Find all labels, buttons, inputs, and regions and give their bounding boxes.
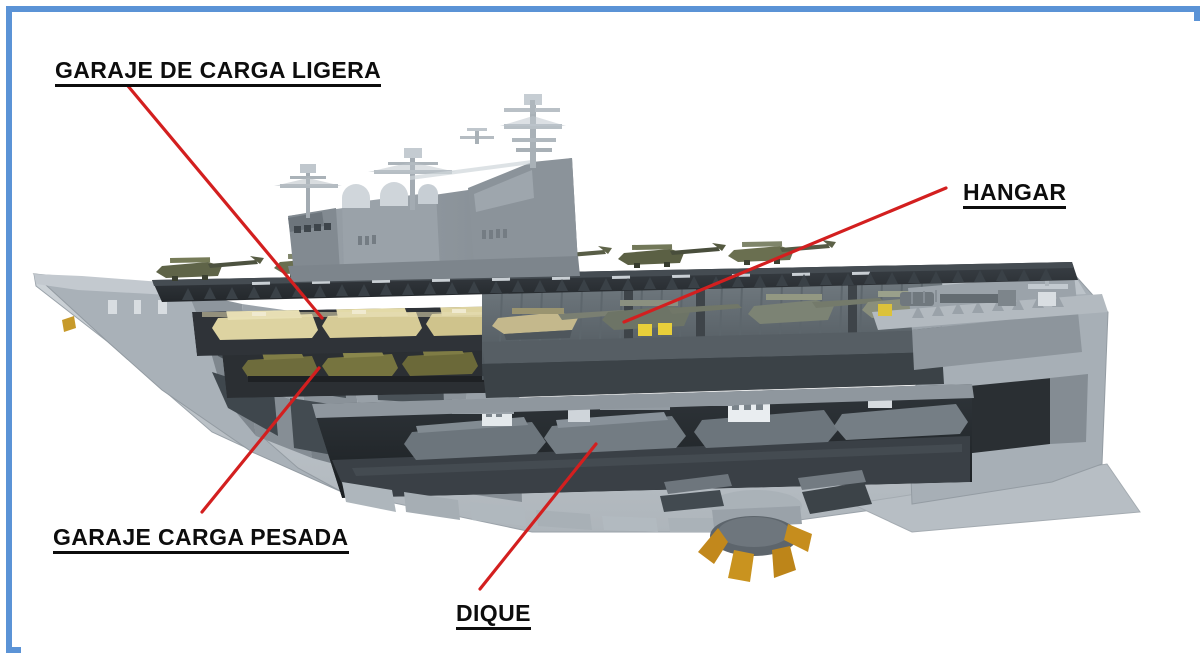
ship-cutaway-illustration — [21, 21, 1200, 653]
aft-railing — [911, 290, 937, 304]
propeller-blade — [728, 550, 754, 582]
landing-craft-group — [404, 384, 968, 460]
propeller-blade — [772, 546, 796, 578]
hangar-underdeck — [482, 352, 944, 398]
pod-nacelle-highlight — [718, 517, 790, 547]
aft-gantry — [900, 292, 934, 306]
stabiliser-fin — [664, 474, 732, 494]
mid-mast — [368, 148, 532, 210]
forward-mast — [274, 164, 342, 218]
island-superstructure — [274, 94, 580, 282]
illustration-stage: GARAJE DE CARGA LIGERA HANGAR GARAJE CAR… — [21, 21, 1200, 653]
aft-winch — [998, 290, 1016, 306]
aft-boom — [940, 294, 1000, 303]
helicopter — [618, 243, 726, 268]
bow-window — [158, 300, 167, 314]
blue-picture-frame: GARAJE DE CARGA LIGERA HANGAR GARAJE CAR… — [6, 6, 1200, 653]
bow-deck-edge — [34, 274, 188, 296]
label-garaje-carga-pesada: GARAJE CARGA PESADA — [53, 526, 349, 554]
label-dique: DIQUE — [456, 602, 531, 630]
main-mast — [500, 94, 566, 168]
hangar-stanchion — [848, 280, 857, 341]
propeller-blade — [784, 524, 812, 552]
bridge-window — [294, 223, 331, 233]
leader-line-hangar — [622, 186, 948, 324]
hull-number — [358, 229, 507, 245]
radar-dome — [342, 182, 438, 208]
propulsion-pods — [660, 470, 872, 582]
bow-window — [134, 300, 141, 314]
hangar-helicopter — [602, 300, 742, 336]
figure-canvas: GARAJE DE CARGA LIGERA HANGAR GARAJE CAR… — [21, 21, 1200, 653]
leader-lines — [126, 84, 948, 591]
aft-superstructure-block — [872, 274, 1108, 370]
hangar-stanchion — [696, 281, 705, 343]
propeller-blade — [698, 528, 728, 564]
shaft-shadow — [660, 490, 724, 512]
leader-line-garaje-ligera — [126, 84, 324, 320]
leader-line-garaje-pesada — [200, 366, 321, 514]
label-hangar: HANGAR — [963, 181, 1067, 209]
well-dock-upper-lip — [312, 384, 974, 418]
aft-radar — [1028, 276, 1068, 306]
bow-marking — [62, 316, 76, 332]
shaft-shadow — [802, 482, 872, 514]
bow-window — [108, 300, 117, 314]
deck-marker-yellow — [878, 304, 892, 316]
leader-line-dique — [478, 442, 598, 591]
lower-cutaway-ribs — [342, 482, 724, 532]
hangar-helicopter — [748, 294, 884, 324]
deck-edge-netting — [182, 268, 1052, 300]
deck-centerline — [252, 271, 871, 285]
helicopter — [156, 256, 264, 281]
label-garaje-de-carga-ligera: GARAJE DE CARGA LIGERA — [55, 59, 382, 87]
aerial-antenna — [460, 128, 494, 144]
stabiliser-fin — [798, 470, 866, 490]
stern-gate-door — [1050, 374, 1088, 444]
